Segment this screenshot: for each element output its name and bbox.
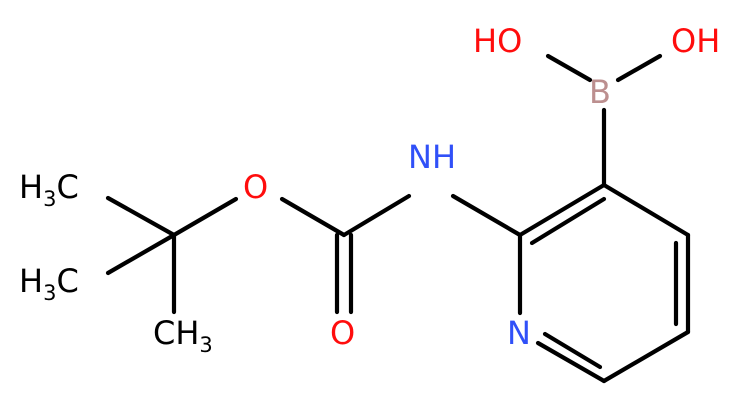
carbonyl-oxygen-label: O	[330, 314, 355, 352]
bond-c3-c4	[601, 182, 691, 238]
boron-label: B	[589, 73, 611, 111]
methyl-top-c: C	[56, 168, 78, 206]
bond-tbutyl-methyl-top	[105, 195, 177, 238]
bond-carbonyl-ester-o	[279, 196, 347, 238]
methyl-mid-label: H3C	[19, 262, 79, 305]
bond-ester-o-tbutyl	[171, 196, 239, 238]
bond-c2-c3	[517, 182, 607, 238]
atom-labels: HO OH B NH N O O H3C H3C CH3	[19, 22, 720, 357]
hydroxyl-right-label: OH	[671, 22, 720, 60]
bond-c2-c3-inner	[529, 196, 607, 246]
hydroxyl-left-label: HO	[473, 22, 522, 60]
bond-c6-n1	[535, 340, 607, 384]
methyl-top-subscript: 3	[43, 187, 56, 211]
bond-nh-carbonyl	[341, 193, 412, 238]
methyl-bottom-ch: CH	[153, 314, 199, 352]
methyl-mid-h: H	[19, 262, 43, 300]
methyl-top-label: H3C	[19, 168, 79, 211]
bond-c2-nh	[450, 193, 523, 238]
methyl-bottom-subscript: 3	[199, 333, 212, 357]
bond-c6-n1-inner	[542, 331, 603, 370]
bond-c5-c6	[601, 329, 691, 384]
methyl-bottom-label: CH3	[153, 314, 213, 357]
bond-b-oh-right	[615, 53, 663, 83]
methyl-mid-c: C	[56, 262, 78, 300]
methyl-top-h: H	[19, 168, 43, 206]
amine-nh-label: NH	[408, 138, 456, 176]
bond-tbutyl-methyl-mid	[105, 232, 177, 276]
bond-b-oh-left	[545, 53, 593, 83]
methyl-mid-subscript: 3	[43, 281, 56, 305]
ester-oxygen-label: O	[243, 168, 268, 206]
bonds	[105, 53, 691, 384]
pyridine-nitrogen-label: N	[507, 314, 531, 352]
